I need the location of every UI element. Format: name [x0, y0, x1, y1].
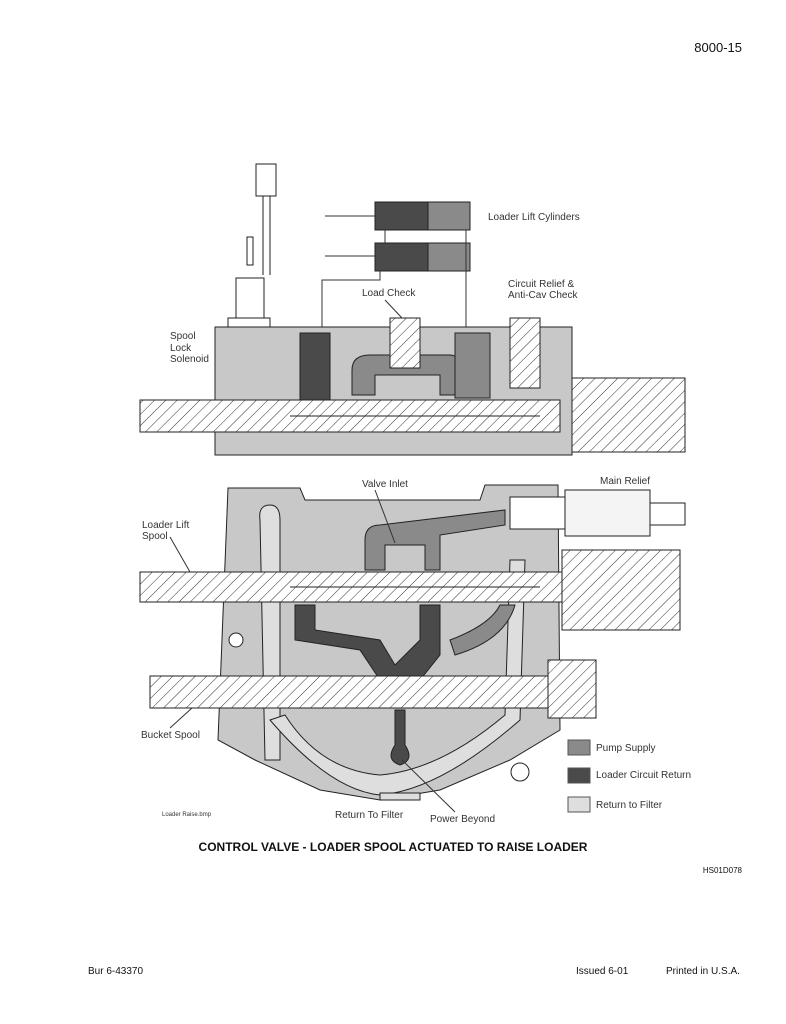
issued-date: Issued 6-01 [576, 966, 629, 977]
label-spool-lock-2: Lock [170, 343, 192, 354]
label-loader-lift-spool-2: Spool [142, 531, 168, 542]
bucket-spool [149, 675, 571, 709]
lower-valve-body [217, 484, 561, 801]
label-file-name: Loader Raise.bmp [162, 812, 212, 818]
upper-valve-section [139, 163, 686, 456]
legend-swatch-return-to-filter [567, 796, 591, 813]
legend-swatch-loader-circuit-return [567, 767, 591, 784]
cylinder-rod-end [374, 201, 429, 231]
figure-caption: CONTROL VALVE - LOADER SPOOL ACTUATED TO… [198, 840, 588, 854]
legend: Pump Supply Loader Circuit Return Return… [567, 739, 691, 813]
label-bucket-spool: Bucket Spool [141, 730, 200, 741]
circuit-relief-valve [509, 317, 541, 389]
label-loader-lift-cylinders: Loader Lift Cylinders [488, 212, 580, 223]
label-circuit-relief-2: Anti-Cav Check [508, 290, 578, 301]
doc-number: Bur 6-43370 [88, 966, 144, 977]
lower-valve-section [139, 484, 686, 801]
cylinder-base-end [427, 201, 471, 231]
label-circuit-relief-1: Circuit Relief & [508, 279, 574, 290]
legend-label-pump-supply: Pump Supply [596, 743, 655, 754]
label-valve-inlet: Valve Inlet [362, 479, 408, 490]
load-check-valve [389, 317, 421, 369]
main-relief-valve [509, 489, 686, 537]
legend-label-loader-circuit-return: Loader Circuit Return [596, 770, 691, 781]
label-main-relief: Main Relief [600, 476, 650, 487]
label-loader-lift-spool-1: Loader Lift [142, 520, 189, 531]
label-spool-lock-3: Solenoid [170, 354, 209, 365]
figure-id: HS01D078 [702, 866, 742, 875]
legend-swatch-pump-supply [567, 739, 591, 756]
label-spool-lock-1: Spool [170, 331, 196, 342]
legend-label-return-to-filter: Return to Filter [596, 800, 663, 811]
printed-in: Printed in U.S.A. [666, 966, 740, 977]
upper-spool-end-cap [571, 377, 686, 453]
label-power-beyond: Power Beyond [430, 814, 495, 825]
label-return-to-filter: Return To Filter [335, 810, 404, 821]
label-load-check: Load Check [362, 288, 416, 299]
page-number: 8000-15 [694, 40, 742, 55]
